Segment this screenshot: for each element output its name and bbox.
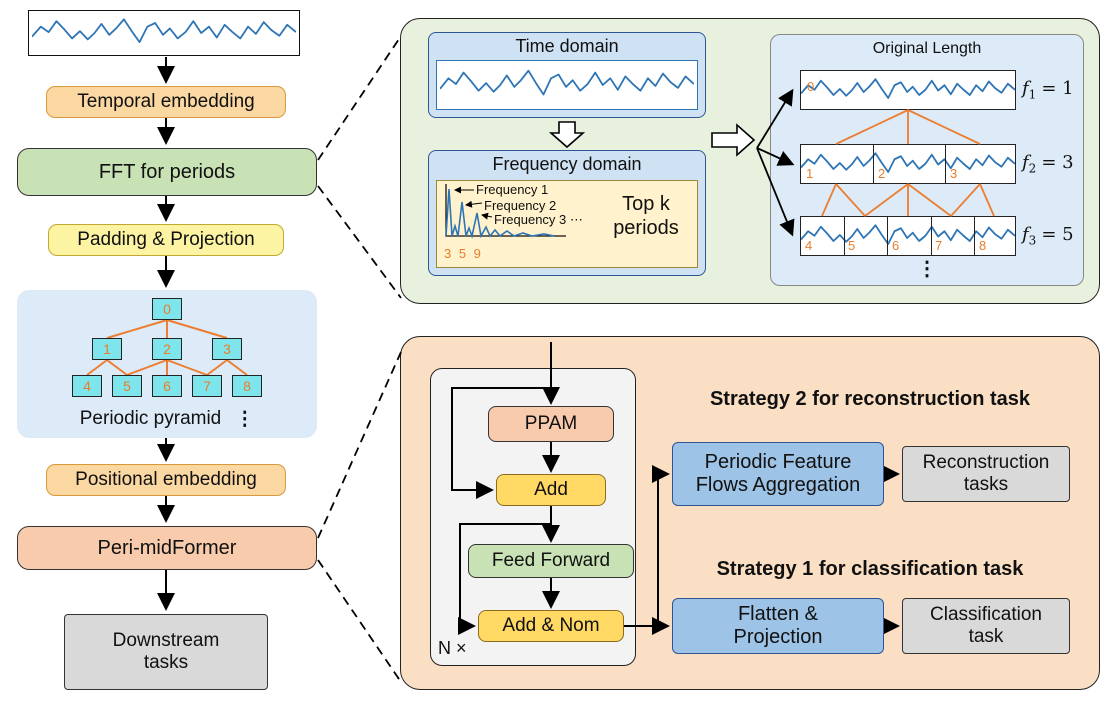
frequency-label-3: Frequency 3 ⋯: [494, 212, 583, 227]
reconstruction-tasks-box: Reconstruction tasks: [902, 446, 1070, 502]
f2-label: f2 = 3: [1022, 152, 1074, 176]
n-times-label: N ×: [438, 638, 467, 658]
pyramid-level-row-3: 4 5 6 7 8: [800, 216, 1016, 256]
flatten-projection-box: Flatten & Projection: [672, 598, 884, 654]
pyramid-level-row-1: 0: [800, 70, 1016, 110]
leader-arrow-2: [465, 200, 483, 208]
segment-number: 1: [806, 166, 814, 181]
time-domain-waveform: [440, 69, 694, 96]
periodic-pyramid-caption: Periodic pyramid ⋮: [17, 408, 317, 431]
f3-label: f3 = 5: [1022, 224, 1074, 248]
feed-forward-box: Feed Forward: [468, 544, 634, 578]
pffa-box: Periodic Feature Flows Aggregation: [672, 442, 884, 506]
f-subscript: 2: [1028, 161, 1037, 176]
downstream-tasks-label: Downstream tasks: [112, 630, 220, 673]
reconstruction-tasks-label: Reconstruction tasks: [922, 452, 1050, 495]
pyramid-node-8: 8: [232, 375, 262, 397]
pyramid-node-2: 2: [152, 338, 182, 360]
classification-task-box: Classification task: [902, 598, 1070, 654]
add-box: Add: [496, 474, 606, 506]
f-value: = 5: [1041, 224, 1074, 245]
segment-number: 5: [848, 238, 856, 253]
pyramid-node-1: 1: [92, 338, 122, 360]
segment-divider: [945, 144, 946, 184]
time-domain-waveform-panel: [436, 60, 698, 110]
frequency-label-1: Frequency 1: [476, 182, 549, 197]
flatten-projection-label: Flatten & Projection: [733, 603, 823, 648]
strategy2-title: Strategy 2 for reconstruction task: [709, 388, 1031, 410]
leader-arrow-3: [481, 212, 493, 220]
pffa-label: Periodic Feature Flows Aggregation: [695, 451, 861, 496]
time-domain-title: Time domain: [515, 36, 619, 56]
segment-number: 8: [979, 238, 987, 253]
frequency-label-2: Frequency 2: [484, 198, 557, 213]
pyramid-node-7: 7: [192, 375, 222, 397]
pyramid-node-6: 6: [152, 375, 182, 397]
f-value: = 1: [1041, 78, 1074, 99]
padding-projection-box: Padding & Projection: [48, 224, 284, 256]
f-symbol: f: [1022, 78, 1029, 99]
segment-divider: [887, 216, 888, 256]
pyramid-node-5: 5: [112, 375, 142, 397]
segment-divider: [931, 216, 932, 256]
pyramid-ellipsis: ⋮: [235, 409, 255, 430]
segment-number: 7: [935, 238, 943, 253]
top-k-periods-label: Top k periods: [613, 193, 679, 239]
periodic-pyramid-label: Periodic pyramid: [79, 408, 222, 429]
spectrum-plot: [445, 184, 566, 239]
input-series-panel: [28, 10, 300, 56]
positional-embedding-box: Positional embedding: [46, 464, 286, 496]
pyramid-node-3: 3: [212, 338, 242, 360]
strategy1-title: Strategy 1 for classification task: [716, 558, 1024, 580]
f-symbol: f: [1022, 224, 1029, 245]
add-nom-box: Add & Nom: [478, 610, 624, 642]
f-subscript: 3: [1028, 233, 1037, 248]
temporal-embedding-box: Temporal embedding: [46, 86, 286, 118]
dashed-expansion-lines: [317, 35, 402, 683]
peri-midformer-box: Peri-midFormer: [17, 526, 317, 570]
segment-number: 3: [950, 166, 958, 181]
downstream-tasks-box: Downstream tasks: [64, 614, 268, 690]
pyramid-node-4: 4: [72, 375, 102, 397]
segment-divider: [974, 216, 975, 256]
f-value: = 3: [1041, 152, 1074, 173]
segment-divider: [873, 144, 874, 184]
f-subscript: 1: [1028, 87, 1037, 102]
segment-number: 4: [805, 238, 813, 253]
ppam-box: PPAM: [488, 406, 614, 442]
level-1-waveform: [801, 78, 1015, 99]
classification-task-label: Classification task: [930, 604, 1042, 647]
segment-number: 0: [807, 79, 815, 94]
fft-for-periods-box: FFT for periods: [17, 148, 317, 196]
frequency-ticks: 3 5 9: [444, 246, 483, 261]
segment-number: 6: [892, 238, 900, 253]
frequency-domain-title: Frequency domain: [492, 154, 642, 174]
original-length-title: Original Length: [872, 40, 982, 57]
pyramid-level-row-2: 1 2 3: [800, 144, 1016, 184]
segment-number: 2: [878, 166, 886, 181]
segment-divider: [844, 216, 845, 256]
pyramid-node-0: 0: [152, 298, 182, 320]
f1-label: f1 = 1: [1022, 78, 1074, 102]
level-2-waveform: [801, 152, 1015, 173]
f-symbol: f: [1022, 152, 1029, 173]
spectrum-spikes: [445, 188, 555, 239]
levels-ellipsis: ⋮: [917, 258, 937, 280]
input-waveform: [32, 18, 296, 43]
